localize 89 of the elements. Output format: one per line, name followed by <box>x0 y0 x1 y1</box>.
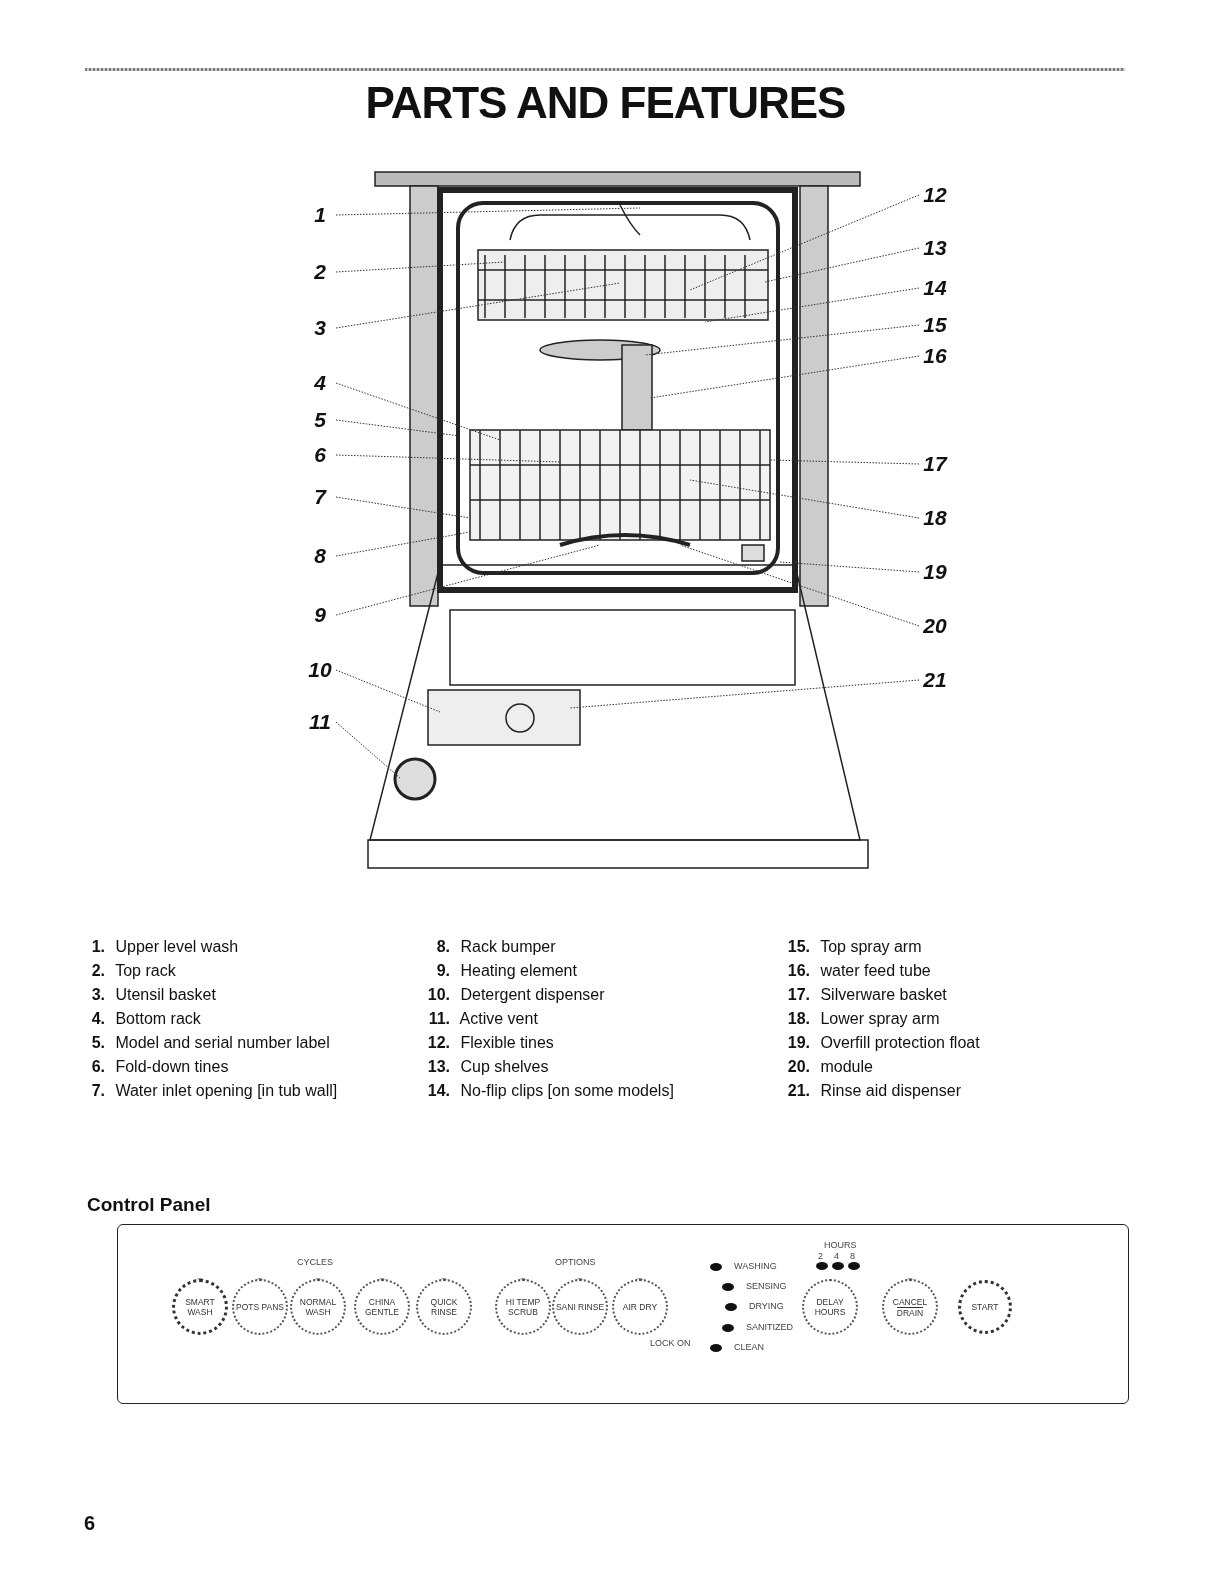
parts-list-item: 18. Lower spray arm <box>786 1010 940 1028</box>
callout-number: 20 <box>920 614 950 638</box>
parts-list-item: 21. Rinse aid dispenser <box>786 1082 961 1100</box>
parts-list-item: 19. Overfill protection float <box>786 1034 980 1052</box>
leader-line <box>335 531 471 557</box>
panel-text: CYCLES <box>297 1257 333 1267</box>
parts-list-item: 8. Rack bumper <box>435 938 556 956</box>
callout-number: 18 <box>920 506 950 530</box>
panel-text: 4 <box>834 1251 839 1261</box>
control-button: NORMAL WASH <box>290 1279 346 1335</box>
leader-line <box>649 355 920 399</box>
control-button: CANCEL DRAIN <box>882 1279 938 1335</box>
callout-number: 15 <box>920 313 950 337</box>
page-title: PARTS AND FEATURES <box>364 78 847 128</box>
callout-number: 19 <box>920 560 950 584</box>
control-button: QUICK RINSE <box>416 1279 472 1335</box>
control-button: HI TEMP SCRUB <box>495 1279 551 1335</box>
section-heading: Control Panel <box>87 1194 211 1216</box>
parts-list-item: 20. module <box>786 1058 873 1076</box>
parts-list-item: 14. No-flip clips [on some models] <box>426 1082 674 1100</box>
leader-line <box>335 419 461 437</box>
panel-text: HOURS <box>824 1240 857 1250</box>
parts-list-item: 13. Cup shelves <box>426 1058 549 1076</box>
callout-number: 3 <box>305 316 335 340</box>
callout-number: 11 <box>305 710 335 734</box>
leader-line <box>335 207 641 216</box>
parts-list-item: 3. Utensil basket <box>90 986 216 1004</box>
leader-line <box>779 561 920 573</box>
panel-text: LOCK ON <box>650 1338 691 1348</box>
leader-line <box>704 287 920 323</box>
panel-text: 2 <box>818 1251 823 1261</box>
leader-line <box>644 324 920 356</box>
callout-number: 5 <box>305 408 335 432</box>
callout-number: 17 <box>920 452 950 476</box>
parts-list-item: 15. Top spray arm <box>786 938 922 956</box>
control-button: DELAY HOURS <box>802 1279 858 1335</box>
control-button: SMART WASH <box>172 1279 228 1335</box>
panel-text: CLEAN <box>734 1342 764 1352</box>
leader-line <box>569 679 920 709</box>
control-button: START <box>958 1280 1012 1334</box>
leader-line <box>335 544 601 616</box>
callout-number: 8 <box>305 544 335 568</box>
control-button: SANI RINSE <box>552 1279 608 1335</box>
callout-number: 21 <box>920 668 950 692</box>
panel-text: WASHING <box>734 1261 777 1271</box>
callout-number: 16 <box>920 344 950 368</box>
control-button: AIR DRY <box>612 1279 668 1335</box>
parts-list-item: 6. Fold-down tines <box>90 1058 229 1076</box>
panel-text: OPTIONS <box>555 1257 596 1267</box>
control-button: CHINA GENTLE <box>354 1279 410 1335</box>
parts-list-item: 17. Silverware basket <box>786 986 947 1004</box>
leader-line <box>679 544 920 627</box>
callout-number: 12 <box>920 183 950 207</box>
callout-number: 4 <box>305 371 335 395</box>
parts-list-item: 11. Active vent <box>427 1010 538 1028</box>
parts-list-item: 1. Upper level wash <box>90 938 239 956</box>
leader-line <box>335 382 501 441</box>
panel-text: DRYING <box>749 1301 784 1311</box>
leader-line <box>689 479 920 519</box>
callout-number: 7 <box>305 485 335 509</box>
callout-number: 13 <box>920 236 950 260</box>
panel-text: SENSING <box>746 1281 787 1291</box>
leader-line <box>335 282 621 329</box>
callout-number: 1 <box>305 203 335 227</box>
callout-number: 14 <box>920 276 950 300</box>
leader-line <box>764 247 920 283</box>
leader-line <box>769 459 920 465</box>
parts-list-item: 10. Detergent dispenser <box>426 986 605 1004</box>
control-button: POTS PANS <box>232 1279 288 1335</box>
page-number: 6 <box>84 1512 96 1535</box>
parts-list-item: 16. water feed tube <box>786 962 931 980</box>
callout-number: 9 <box>305 603 335 627</box>
callout-number: 2 <box>305 260 335 284</box>
leader-line <box>335 669 441 713</box>
leader-line <box>689 194 920 291</box>
leader-line <box>335 496 471 519</box>
leader-line <box>335 721 401 779</box>
parts-list-item: 9. Heating element <box>435 962 577 980</box>
parts-list-item: 2. Top rack <box>90 962 176 980</box>
panel-text: SANITIZED <box>746 1322 793 1332</box>
callout-number: 10 <box>305 658 335 682</box>
leader-line <box>335 454 561 463</box>
panel-text: 8 <box>850 1251 855 1261</box>
callout-number: 6 <box>305 443 335 467</box>
parts-list-item: 5. Model and serial number label <box>90 1034 330 1052</box>
parts-list-item: 4. Bottom rack <box>90 1010 201 1028</box>
parts-list-item: 12. Flexible tines <box>426 1034 554 1052</box>
leader-line <box>335 261 506 273</box>
parts-list-item: 7. Water inlet opening [in tub wall] <box>90 1082 338 1100</box>
